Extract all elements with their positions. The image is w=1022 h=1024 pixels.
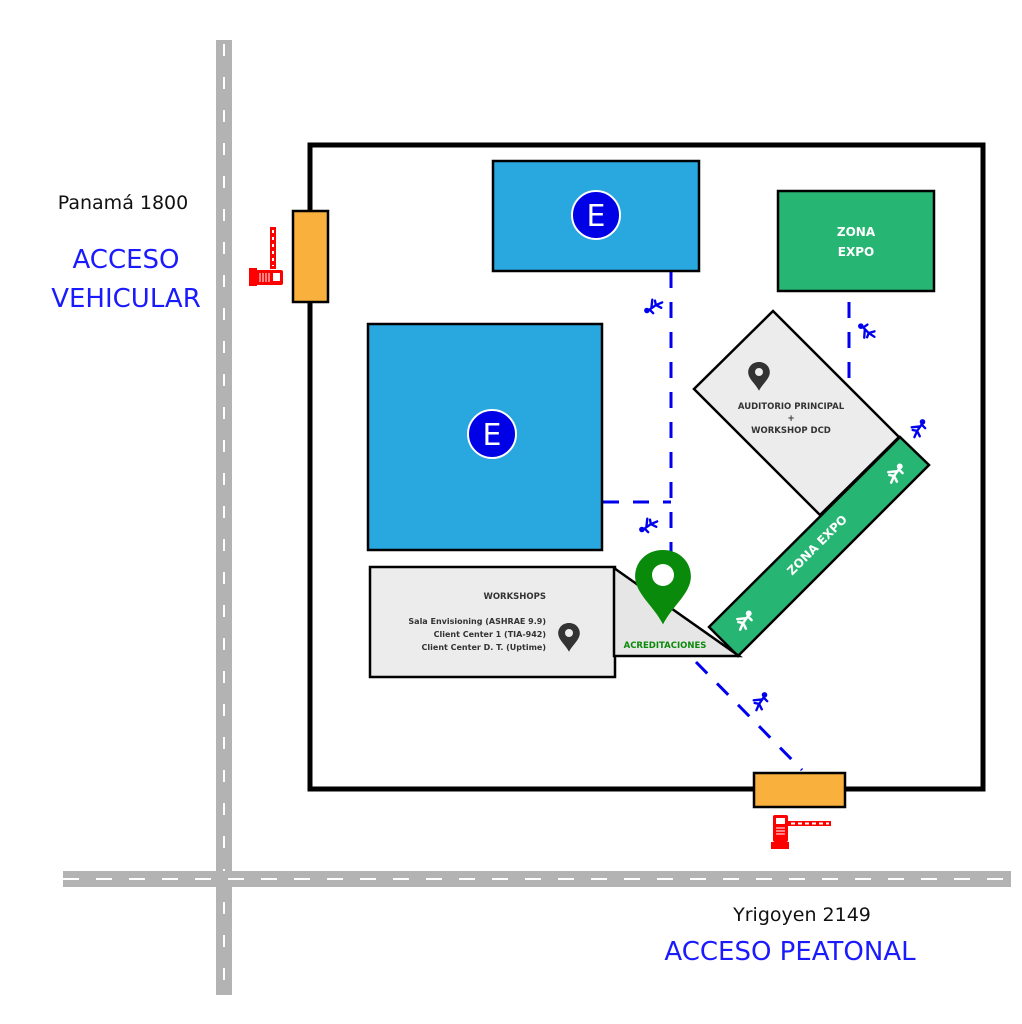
auditorio-label-line2: + [787,414,794,424]
parking-badge [571,190,621,240]
vehicular-gate[interactable] [291,209,330,304]
street-name-panama: Panamá 1800 [58,192,188,214]
acreditaciones-label: ACREDITACIONES [624,641,707,651]
pedestrian-gate[interactable] [752,771,847,809]
acreditaciones-area[interactable]: ACREDITACIONES [612,550,743,658]
workshop-room: Client Center D. T. (Uptime) [422,643,546,652]
parking-badge [467,409,517,459]
parking-area-top[interactable]: E [491,159,701,273]
auditorio-label-line1: AUDITORIO PRINCIPAL [738,402,845,412]
walking-person-icon [855,321,878,341]
zona-expo-label-line1: ZONA [837,225,876,239]
access-peatonal: ACCESO PEATONAL [664,937,916,967]
zona-expo-label-line2: EXPO [838,245,874,259]
workshop-room: Client Center 1 (TIA-942) [434,630,546,639]
walking-person-icon [910,418,927,439]
zona-expo-box[interactable]: ZONA EXPO [776,189,936,293]
street-name-yrigoyen: Yrigoyen 2149 [732,904,871,926]
walk-paths [603,272,851,772]
barrier-gate-icon [249,227,283,286]
parking-badge-label: E [483,418,502,453]
workshops-building[interactable]: WORKSHOPS Sala Envisioning (ASHRAE 9.9) … [368,565,617,679]
workshops-title: WORKSHOPS [483,592,546,602]
barrier-gate-icon [771,815,831,849]
parking-badge-label: E [587,199,606,234]
walking-person-icon [643,298,664,315]
access-vehicular-line2: VEHICULAR [51,284,201,314]
walking-person-icon [638,517,659,534]
access-vehicular-line1: ACCESO [72,245,179,275]
road-yrigoyen [63,871,1011,887]
auditorio-label-line3: WORKSHOP DCD [751,426,831,436]
property-boundary [307,142,986,792]
workshop-room: Sala Envisioning (ASHRAE 9.9) [408,617,546,626]
walking-person-icon [752,691,769,712]
road-panama [216,40,232,995]
parking-area-main[interactable]: E [366,322,604,552]
